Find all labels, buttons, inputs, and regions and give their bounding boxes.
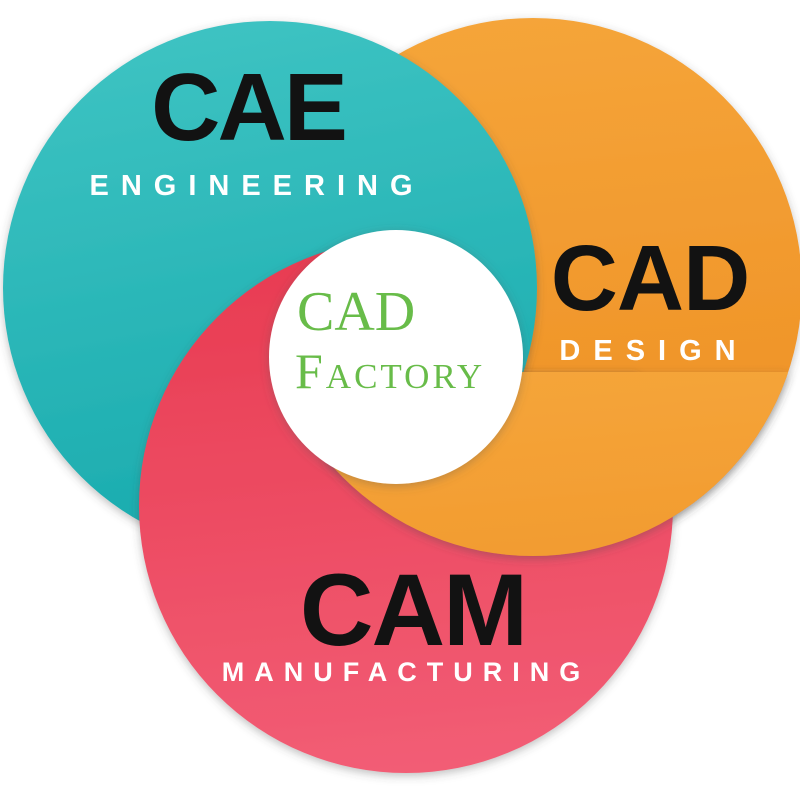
cad-over-cam-overlap [325,372,800,556]
cad-label: DESIGN [559,335,748,367]
cam-acronym: CAM [300,553,526,667]
cae-label: ENGINEERING [89,170,424,202]
center-circle [269,230,523,484]
cad-acronym: CAD [551,226,750,330]
center-brand-line1: CAD [297,281,415,343]
cae-acronym: CAE [151,54,345,161]
cam-label: MANUFACTURING [222,657,590,687]
center-brand-line2: Factory [295,343,485,399]
